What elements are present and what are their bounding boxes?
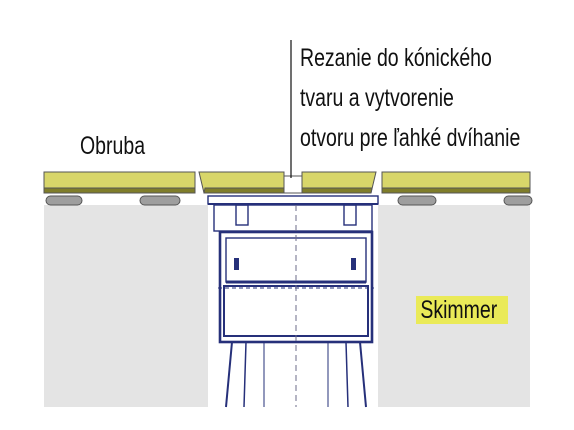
skimmer-leg: [243, 341, 247, 408]
coping-stone: [203, 187, 285, 194]
coping-stone: [381, 187, 531, 194]
cutting-note: Rezanie do kónického tvaru a vytvorenie …: [300, 38, 520, 158]
skimmer-leg: [345, 341, 349, 408]
lifting-hole: [283, 175, 303, 194]
skimmer-lid-frame: [213, 204, 373, 232]
fixing-slot-right: [351, 258, 356, 270]
skimmer-leg: [225, 341, 233, 408]
skimmer-body: [218, 230, 374, 344]
skimmer-drawing: [207, 195, 379, 408]
skimmer-leg: [359, 341, 367, 408]
skimmer-neck-right: [343, 204, 357, 226]
pool-wall-left: [44, 205, 208, 407]
mortar-pad: [503, 195, 533, 206]
cutting-note-line-3: otvoru pre ľahké dvíhanie: [300, 124, 521, 152]
coping-stone: [301, 187, 373, 194]
skimmer-neck-left: [235, 204, 249, 226]
mortar-pad: [45, 195, 83, 206]
mortar-pad: [397, 195, 437, 206]
cutting-note-line-2: tvaru a vytvorenie: [300, 84, 454, 112]
coping-stone: [43, 187, 196, 194]
fixing-slot-left: [234, 258, 239, 270]
skimmer-label-highlight: [416, 296, 508, 324]
mortar-pad: [139, 195, 181, 206]
cutting-note-line-1: Rezanie do kónického: [300, 44, 492, 72]
coping-label: Obruba: [80, 132, 146, 160]
skimmer-label: Skimmer: [420, 296, 498, 324]
skimmer-top-rim: [207, 195, 379, 205]
coping-stones: [43, 171, 531, 194]
